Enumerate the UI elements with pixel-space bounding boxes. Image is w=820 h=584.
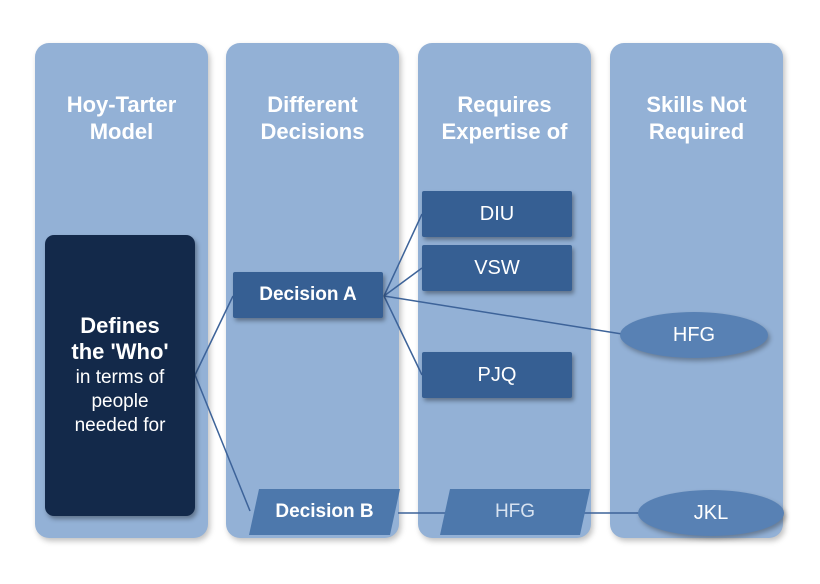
- connector-a-to-pjq: [383, 295, 423, 376]
- column-title: Requires Expertise of: [441, 92, 568, 144]
- not-required-hfg-ellipse: HFG: [620, 312, 768, 358]
- who-box: Defines the 'Who' in terms of people nee…: [45, 235, 195, 516]
- who-box-lead: Defines the 'Who': [71, 313, 169, 364]
- expertise-b-box: HFG: [440, 489, 590, 535]
- column-title: Skills Not Required: [646, 92, 747, 144]
- connector-a-to-diu: [383, 213, 423, 297]
- connector-a-to-hfg: [383, 295, 623, 335]
- decision-a-box: Decision A: [233, 272, 383, 318]
- column-title: Hoy-Tarter Model: [66, 92, 177, 144]
- who-box-rest: in terms of people needed for: [74, 367, 166, 436]
- expertise-diu-box: DIU: [422, 191, 572, 237]
- expertise-vsw-box: VSW: [422, 245, 572, 291]
- connector-who-to-decision-b: [194, 374, 251, 512]
- connector-a-to-vsw: [383, 267, 423, 297]
- decision-b-box: Decision B: [249, 489, 400, 535]
- column-title: Different Decisions: [260, 92, 365, 144]
- expertise-b-label: HFG: [494, 501, 536, 522]
- expertise-pjq-box: PJQ: [422, 352, 572, 398]
- not-required-jkl-ellipse: JKL: [638, 490, 784, 536]
- column-skills-not-required: Skills Not Required: [610, 43, 783, 538]
- connector-who-to-decision-a: [194, 295, 234, 376]
